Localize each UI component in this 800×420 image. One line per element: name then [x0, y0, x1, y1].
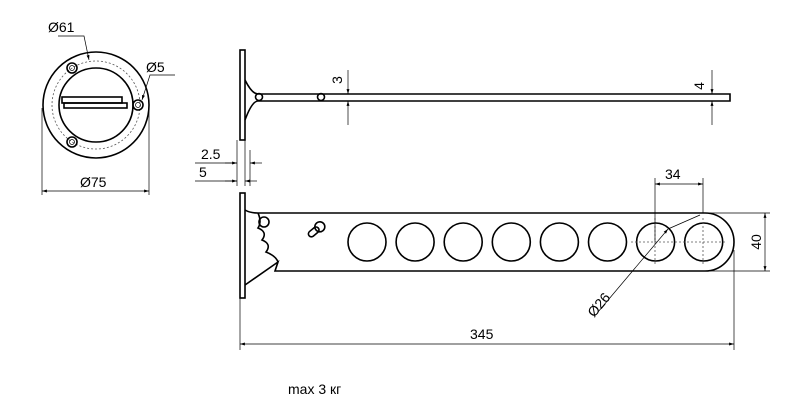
dim-3: 3	[329, 76, 345, 84]
mount-hole	[66, 62, 78, 74]
load-note: max 3 кг	[288, 381, 341, 397]
dim-34: 34	[665, 166, 681, 182]
flange-view: Ø61 Ø5 Ø75	[41, 19, 175, 195]
dim-d5: Ø5	[146, 59, 165, 75]
bar-hole	[443, 222, 484, 262]
dim-5: 5	[199, 164, 207, 180]
front-view: 34 40 Ø26 345	[239, 166, 770, 350]
bar-hole	[347, 222, 387, 262]
dim-d75: Ø75	[80, 174, 107, 190]
hole-row	[347, 218, 727, 266]
dim-4: 4	[691, 82, 707, 90]
dim-40: 40	[748, 234, 764, 250]
bar-hole	[491, 222, 532, 262]
mount-hole	[132, 99, 144, 111]
dim-2-5: 2.5	[201, 146, 221, 162]
dim-345: 345	[470, 326, 494, 342]
bar-hole	[587, 222, 628, 262]
mount-hole	[66, 136, 78, 148]
side-view: 3 4 2.5 5	[195, 49, 731, 186]
dim-d26: Ø26	[584, 289, 613, 320]
bar-hole	[395, 222, 435, 262]
dim-d61: Ø61	[48, 19, 75, 35]
bar-hole	[539, 222, 580, 262]
